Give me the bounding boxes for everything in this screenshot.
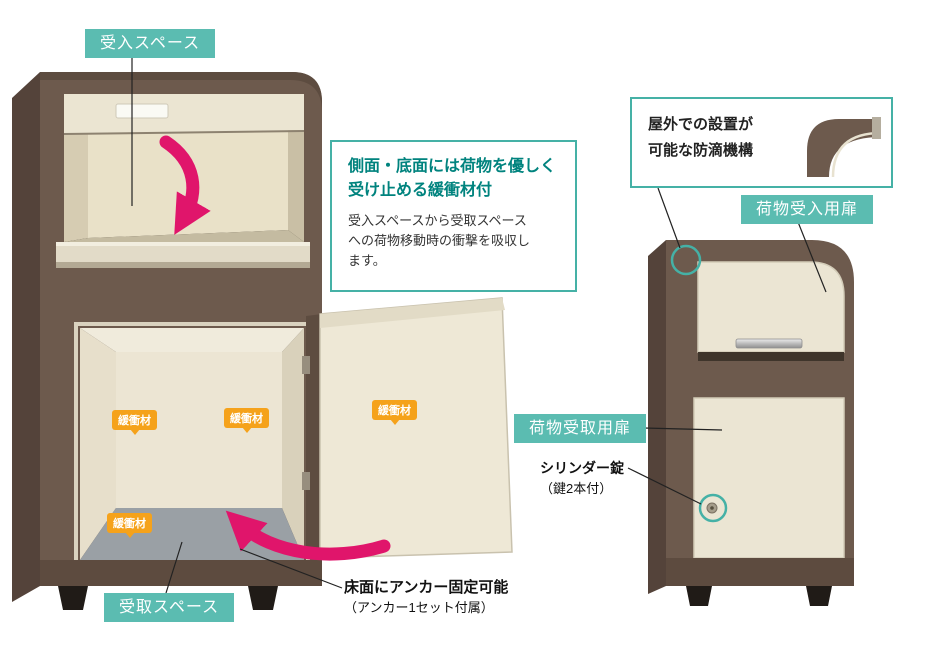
anchor-note-title: 床面にアンカー固定可能	[344, 579, 509, 596]
leader-pickup-door	[643, 427, 723, 431]
roll-door-raised	[64, 94, 304, 134]
cushion-tag-right-wall: 緩衝材	[224, 408, 269, 433]
cushion-tag-label: 緩衝材	[378, 405, 411, 417]
door-hinge-top	[302, 356, 310, 374]
pickup-door-panel	[693, 397, 845, 559]
dripproof-note-text: 屋外での設置が 可能な防滴機構	[648, 116, 754, 159]
anchor-note: 床面にアンカー固定可能 （アンカー1セット付属）	[344, 577, 508, 618]
cushion-tag-label: 緩衝材	[113, 518, 146, 530]
label-pickup-space: 受取スペース	[104, 593, 235, 623]
leader-receiving-door	[797, 221, 827, 293]
cushion-callout: 側面・底面には荷物を優しく 受け止める緩衝材付 受入スペースから受取スペース へ…	[330, 140, 577, 292]
right-cabinet-foot	[686, 586, 712, 606]
label-pickup-door: 荷物受取用扉	[514, 414, 647, 444]
left-cabinet-open-view	[12, 72, 513, 610]
cylinder-lock-title: シリンダー錠	[540, 460, 624, 476]
right-cabinet-foot	[806, 586, 832, 606]
cushion-tag-door: 緩衝材	[372, 400, 417, 425]
cushion-callout-body: 受入スペースから受取スペース への荷物移動時の衝撃を吸収し ます。	[348, 213, 531, 269]
leader-cylinder-lock	[627, 467, 702, 505]
left-cabinet-foot	[58, 586, 88, 610]
open-pickup-door	[302, 297, 513, 559]
label-receiving-door: 荷物受入用扉	[741, 195, 874, 225]
right-cabinet-closed-view	[648, 240, 854, 606]
roll-door-handle-slot	[115, 103, 169, 119]
take-out-arrow	[225, 510, 391, 561]
door-hinge-bottom	[302, 472, 310, 490]
cushion-tag-label: 緩衝材	[230, 413, 263, 425]
door-handle	[735, 338, 803, 349]
leader-lines	[131, 56, 827, 594]
dripproof-corner-illustration	[807, 117, 882, 178]
cushion-tag-floor: 緩衝材	[107, 513, 152, 538]
leader-pickup-space	[165, 541, 183, 594]
pickup-compartment	[74, 322, 310, 566]
leader-dripproof	[657, 187, 681, 249]
right-cabinet-side-panel	[648, 240, 666, 594]
label-receiving-space: 受入スペース	[85, 29, 216, 59]
cushion-tag-left-wall: 緩衝材	[112, 410, 157, 435]
cushion-tag-label: 緩衝材	[118, 415, 151, 427]
dripproof-callout: 屋外での設置が 可能な防滴機構	[630, 97, 893, 188]
cylinder-lock-sub: （鍵2本付）	[540, 480, 613, 496]
corner-highlight-circle	[670, 244, 702, 276]
left-cabinet-side-panel	[12, 72, 40, 602]
divider-ledge	[56, 242, 310, 268]
lock-highlight-circle	[698, 493, 728, 523]
cylinder-lock-note: シリンダー錠 （鍵2本付）	[540, 459, 624, 498]
left-cabinet-foot	[248, 586, 278, 610]
anchor-note-sub: （アンカー1セット付属）	[344, 600, 494, 615]
leader-anchor-note	[239, 548, 343, 589]
drop-in-arrow	[159, 135, 211, 235]
cushion-callout-title: 側面・底面には荷物を優しく 受け止める緩衝材付	[348, 158, 557, 199]
receiving-door-panel	[697, 261, 845, 353]
receiving-compartment	[63, 94, 305, 242]
